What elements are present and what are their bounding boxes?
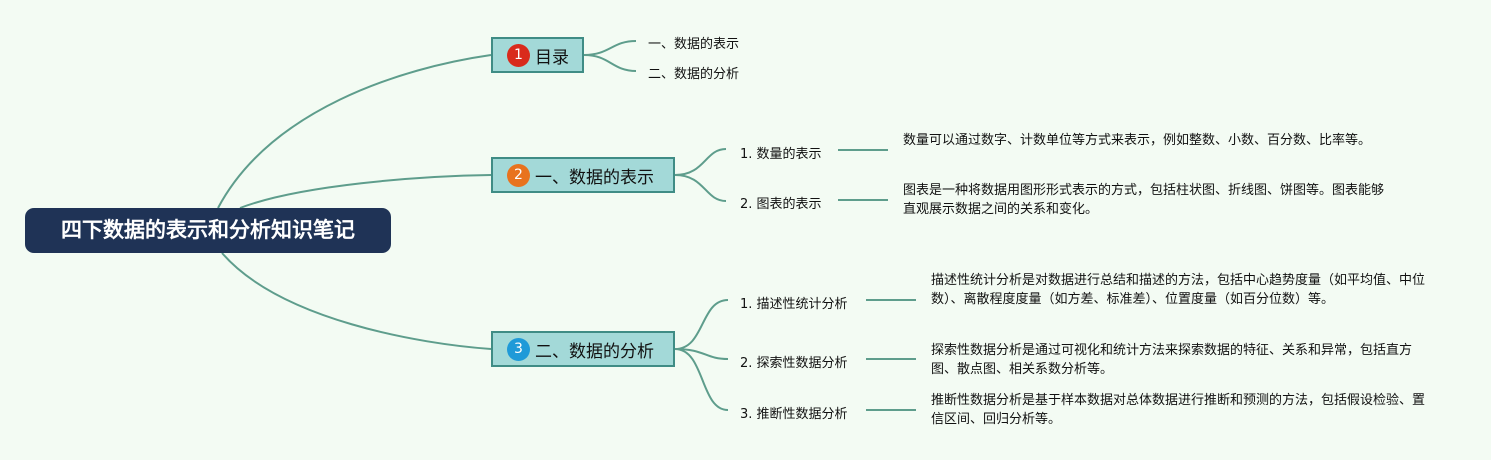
topic-quantity-representation[interactable]: 1. 数量的表示 xyxy=(740,147,822,162)
note-inferential-analysis: 推断性数据分析是基于样本数据对总体数据进行推断和预测的方法，包括假设检验、置信区… xyxy=(931,393,1426,427)
link-toc-item2 xyxy=(583,54,637,72)
branch-toc[interactable]: 1 目录 xyxy=(491,37,584,73)
link-toc-item1 xyxy=(583,40,637,56)
link-root-section2 xyxy=(221,252,492,350)
number-3-icon: 3 xyxy=(507,337,530,361)
note-chart-representation: 图表是一种将数据用图形形式表示的方式，包括柱状图、折线图、饼图等。图表能够直观展… xyxy=(903,183,1385,217)
branch-toc-label: 目录 xyxy=(535,47,569,68)
toc-item-2[interactable]: 二、数据的分析 xyxy=(648,67,740,82)
link-root-section1 xyxy=(239,174,492,209)
link-root-toc xyxy=(217,54,492,209)
link-s2-item1 xyxy=(674,299,729,350)
link-s2-item3 xyxy=(674,348,729,411)
topic-chart-representation[interactable]: 2. 图表的表示 xyxy=(740,197,822,212)
topic-inferential-analysis[interactable]: 3. 推断性数据分析 xyxy=(740,407,848,422)
branch-data-representation[interactable]: 2 一、数据的表示 xyxy=(491,157,675,193)
link-s1-item2 xyxy=(674,174,727,202)
branch-data-representation-label: 一、数据的表示 xyxy=(535,167,654,188)
root-node[interactable]: 四下数据的表示和分析知识笔记 xyxy=(25,208,391,253)
branch-data-analysis[interactable]: 3 二、数据的分析 xyxy=(491,331,675,367)
toc-item-1[interactable]: 一、数据的表示 xyxy=(648,37,740,52)
branch-data-analysis-label: 二、数据的分析 xyxy=(535,341,654,362)
note-descriptive-statistics: 描述性统计分析是对数据进行总结和描述的方法，包括中心趋势度量（如平均值、中位数）… xyxy=(931,273,1426,307)
link-s1-item1 xyxy=(674,148,727,176)
note-quantity-representation: 数量可以通过数字、计数单位等方式来表示，例如整数、小数、百分数、比率等。 xyxy=(903,133,1372,148)
topic-exploratory-analysis[interactable]: 2. 探索性数据分析 xyxy=(740,356,848,371)
number-1-icon: 1 xyxy=(507,43,530,67)
number-2-icon: 2 xyxy=(507,163,530,187)
note-exploratory-analysis: 探索性数据分析是通过可视化和统计方法来探索数据的特征、关系和异常，包括直方图、散… xyxy=(931,343,1413,377)
topic-descriptive-statistics[interactable]: 1. 描述性统计分析 xyxy=(740,297,848,312)
